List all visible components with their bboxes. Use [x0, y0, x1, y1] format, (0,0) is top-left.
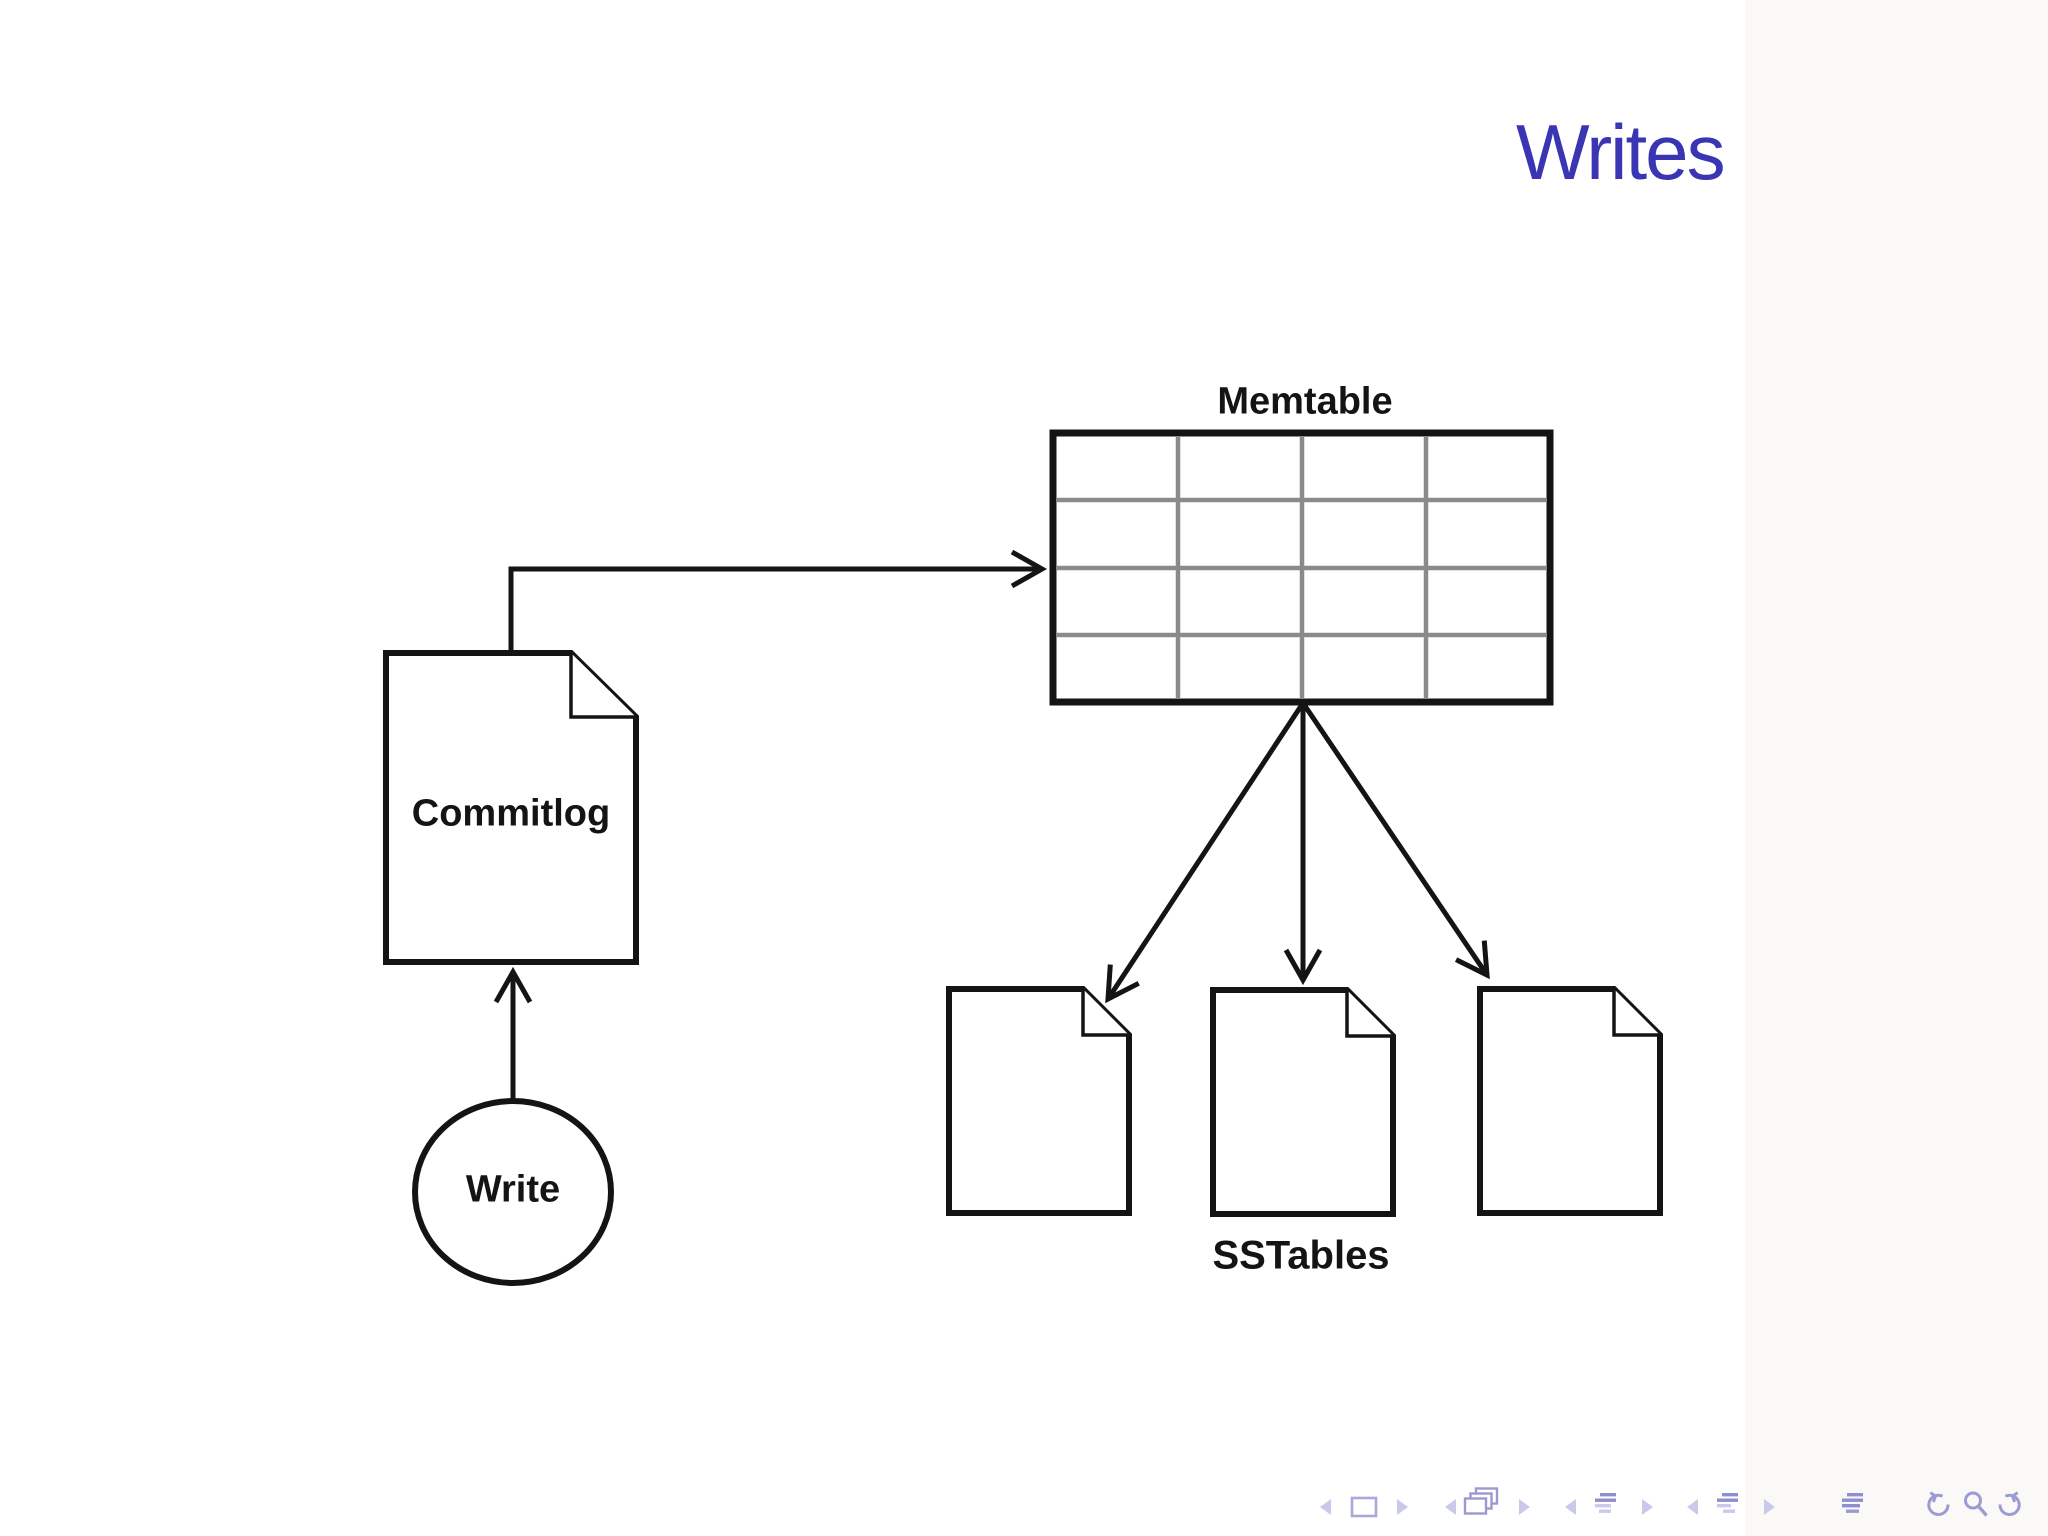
- memtable-label: Memtable: [1217, 380, 1393, 423]
- nav-next-frame-icon[interactable]: [1396, 1492, 1410, 1522]
- sstable2-corner-fold: [1345, 990, 1393, 1038]
- nav-next-overlay-icon[interactable]: [1518, 1492, 1532, 1522]
- nav-frames-stack-icon[interactable]: [1463, 1487, 1499, 1518]
- nav-subsection-list-icon[interactable]: [1716, 1491, 1744, 1521]
- commitlog-document: [383, 650, 639, 965]
- sstables-label: SSTables: [1212, 1233, 1390, 1278]
- nav-appendix-doc-icon[interactable]: [1841, 1491, 1869, 1521]
- sstable3-corner-fold: [1612, 989, 1660, 1037]
- sstable-document-3: [1477, 986, 1663, 1216]
- forward-arrowhead: [2011, 1491, 2019, 1503]
- nav-forward-icon[interactable]: [1996, 1490, 2026, 1520]
- nav-search-icon[interactable]: [1962, 1490, 1990, 1520]
- nav-section-list-icon[interactable]: [1594, 1491, 1622, 1521]
- arrow-memtable-to-sstable1: [1105, 701, 1306, 1004]
- back-arrowhead: [1929, 1491, 1937, 1503]
- write-label: Write: [465, 1168, 561, 1211]
- nav-prev-frame-icon[interactable]: [1318, 1492, 1332, 1522]
- sstable-document-1: [946, 986, 1132, 1216]
- nav-next-section-icon[interactable]: [1641, 1492, 1655, 1522]
- commitlog-corner-fold: [569, 653, 636, 719]
- arrow-memtable-to-sstable3: [1300, 701, 1490, 980]
- nav-prev-subsection-icon[interactable]: [1685, 1492, 1699, 1522]
- memtable-grid-lines: [1057, 437, 1546, 698]
- nav-back-icon[interactable]: [1922, 1490, 1952, 1520]
- slide-title: Writes: [1516, 108, 1726, 196]
- nav-prev-overlay-icon[interactable]: [1443, 1492, 1457, 1522]
- nav-prev-section-icon[interactable]: [1563, 1492, 1577, 1522]
- sstable1-corner-fold: [1081, 989, 1129, 1037]
- arrow-commitlog-to-memtable: [508, 549, 1048, 652]
- memtable-table: [1049, 429, 1554, 706]
- nav-next-subsection-icon[interactable]: [1763, 1492, 1777, 1522]
- sstable-document-2: [1210, 987, 1396, 1217]
- slide-right-margin-band: [1745, 0, 2048, 1536]
- commitlog-label: Commitlog: [411, 792, 611, 835]
- nav-frame-icon[interactable]: [1350, 1492, 1378, 1522]
